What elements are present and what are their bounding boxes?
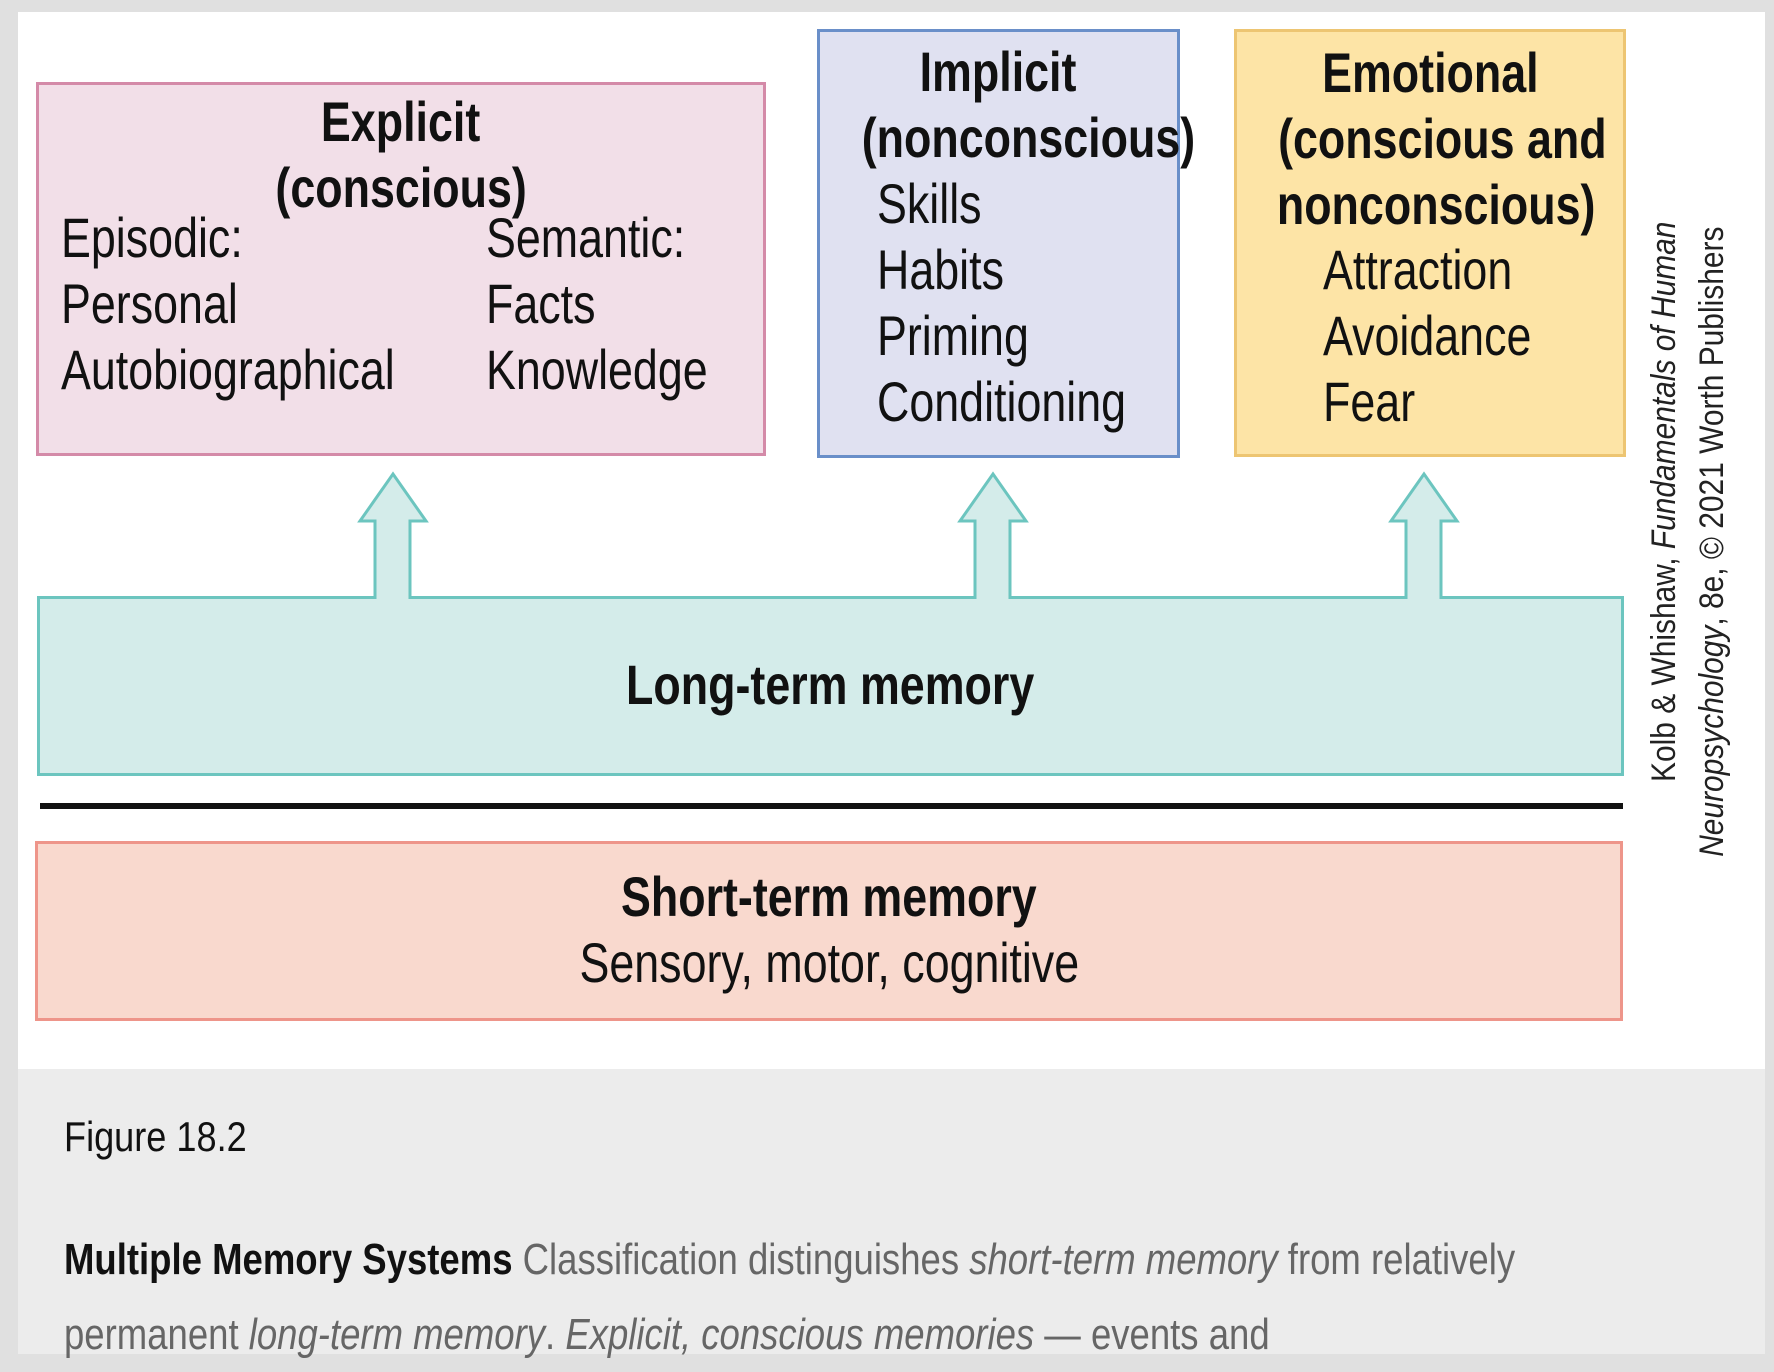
long-term-memory-label: Long-term memory <box>625 653 1035 716</box>
emotional-item: Fear <box>1323 370 1416 433</box>
emotional-subtitle-line2: nonconscious) <box>1276 173 1596 236</box>
copyright-credit: Kolb & Whishaw, Fundamentals of Human Ne… <box>1640 40 1770 870</box>
long-term-memory-label-area: Long-term memory <box>37 596 1623 775</box>
episodic-item: Personal <box>61 272 238 335</box>
short-term-memory-sublabel: Sensory, motor, cognitive <box>579 931 1079 994</box>
implicit-memory-box: Implicit (nonconscious) Skills Habits Pr… <box>817 29 1196 458</box>
implicit-items: Skills Habits Priming Conditioning <box>877 171 1188 435</box>
caption-title: Multiple Memory Systems <box>64 1235 513 1284</box>
short-term-memory-label: Short-term memory <box>621 865 1037 928</box>
explicit-memory-box: Explicit (conscious) Episodic: Personal … <box>36 82 766 456</box>
implicit-title: Implicit <box>920 40 1077 103</box>
semantic-item: Knowledge <box>486 338 708 401</box>
explicit-subtitle: (conscious) <box>275 156 527 219</box>
semantic-column: Semantic: Facts Knowledge <box>486 205 763 403</box>
credit-line-2: Neuropsychology, 8e, © 2021 Worth Publis… <box>1693 226 1731 857</box>
episodic-column: Episodic: Personal Autobiographical <box>61 205 478 403</box>
emotional-item: Avoidance <box>1323 304 1532 367</box>
episodic-item: Autobiographical <box>61 338 395 401</box>
episodic-heading: Episodic: <box>61 206 243 269</box>
implicit-item: Skills <box>877 172 982 235</box>
semantic-item: Facts <box>486 272 596 335</box>
divider-line <box>40 803 1623 809</box>
caption-panel <box>18 1069 1765 1354</box>
explicit-title: Explicit <box>321 90 481 153</box>
emotional-title: Emotional <box>1321 41 1539 104</box>
implicit-subtitle: (nonconscious) <box>861 106 1196 169</box>
emotional-items: Attraction Avoidance Fear <box>1323 237 1584 435</box>
long-term-memory-box <box>37 471 1624 776</box>
implicit-item: Conditioning <box>877 370 1127 433</box>
emotional-item: Attraction <box>1323 238 1513 301</box>
emotional-subtitle-line1: (conscious and <box>1278 107 1607 170</box>
credit-line-1: Kolb & Whishaw, Fundamentals of Human <box>1645 221 1683 782</box>
semantic-heading: Semantic: <box>486 206 686 269</box>
short-term-memory-box: Short-term memory Sensory, motor, cognit… <box>35 841 1623 1021</box>
figure-caption: Multiple Memory Systems Classification d… <box>64 1235 1516 1359</box>
implicit-item: Priming <box>877 304 1029 367</box>
implicit-item: Habits <box>877 238 1004 301</box>
figure-label: Figure 18.2 <box>64 1113 247 1160</box>
long-term-memory-shape <box>37 471 1624 776</box>
emotional-memory-box: Emotional (conscious and nonconscious) A… <box>1234 29 1626 457</box>
